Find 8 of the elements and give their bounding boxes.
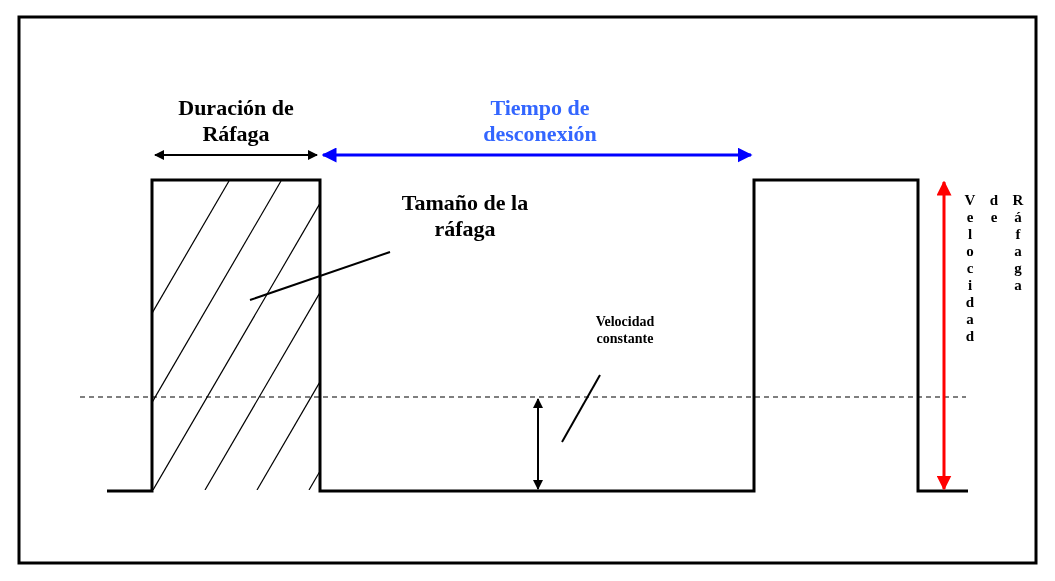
dimension-label: Duración de Ráfaga — [177, 95, 295, 148]
leader-line — [561, 374, 601, 443]
dimension-label: Tiempo de desconexión — [482, 95, 598, 148]
callout-label: Velocidad constante — [580, 314, 670, 348]
callout-label: Tamaño de la ráfaga — [395, 190, 535, 243]
vertical-label: Velocidad de Ráfaga — [961, 192, 1027, 347]
leader-line — [249, 251, 391, 301]
hatched-pulse — [153, 181, 319, 490]
